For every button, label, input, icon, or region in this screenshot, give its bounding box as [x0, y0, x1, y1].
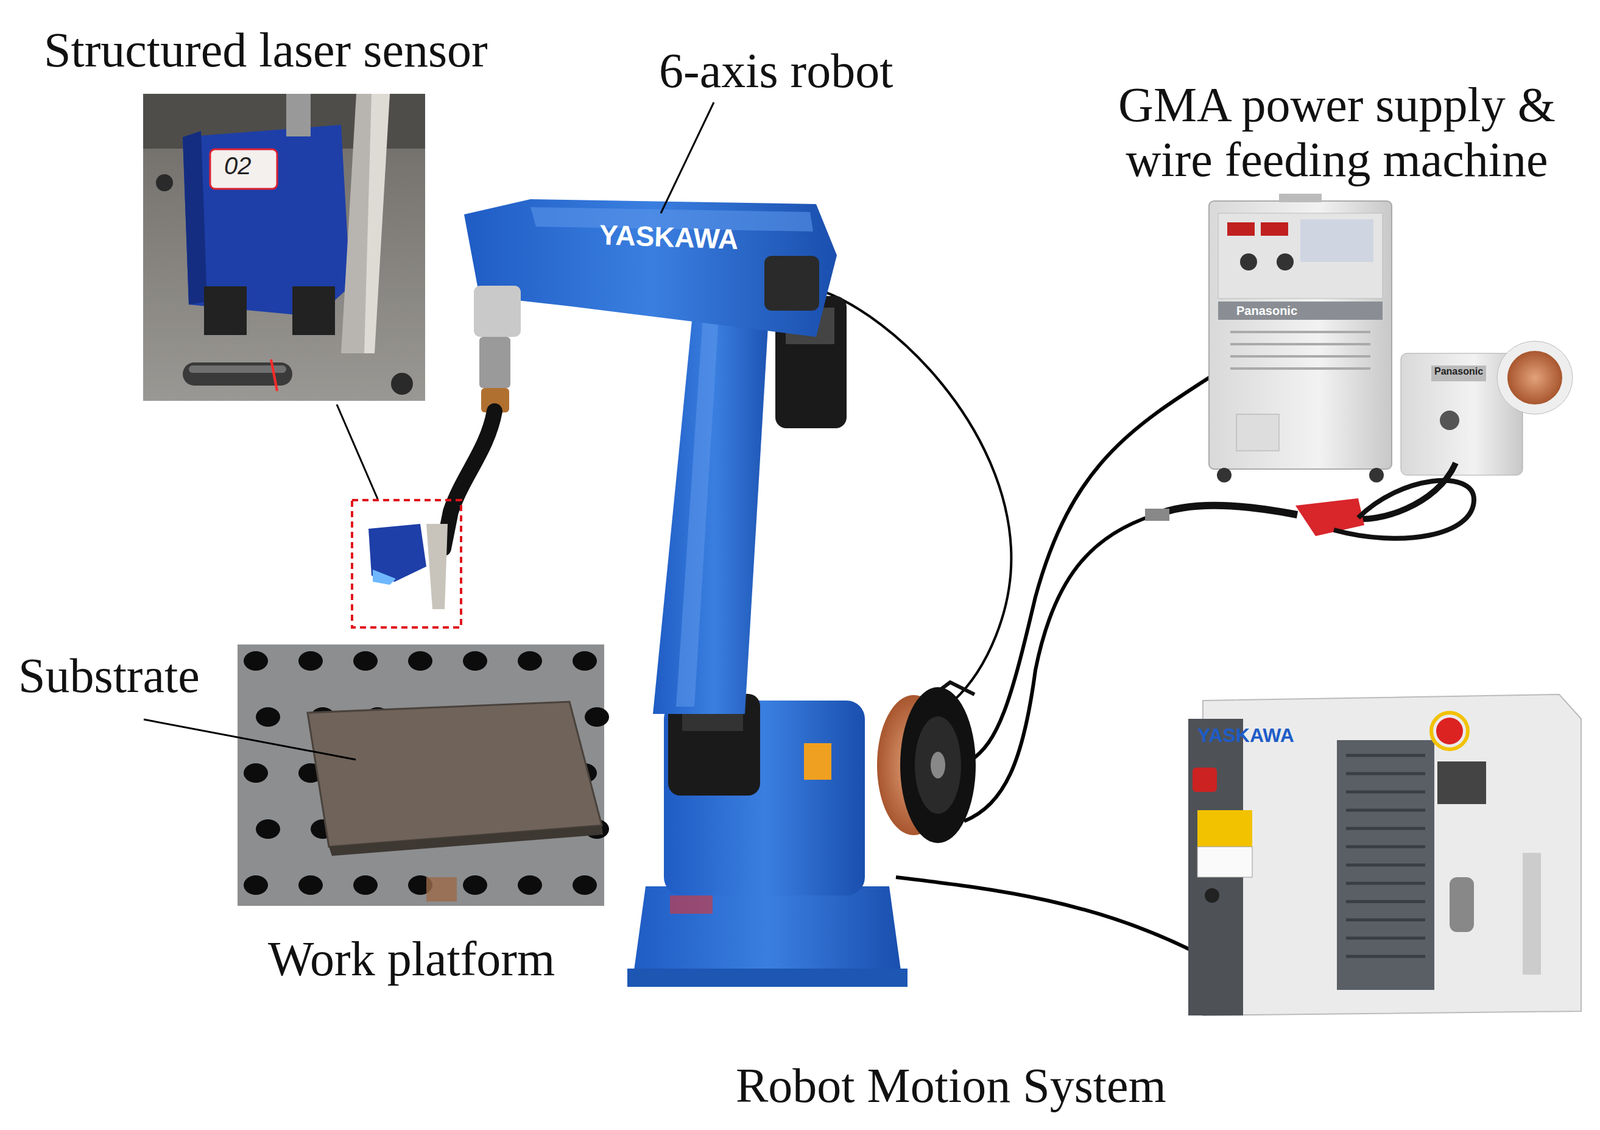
platform-hole [584, 707, 610, 727]
leader-line [660, 102, 714, 214]
brand-mark: YASKAWA [598, 219, 739, 256]
leader-line [336, 404, 378, 499]
platform-hole [298, 875, 323, 895]
platform-hole [255, 707, 281, 727]
sensor-photo [143, 93, 426, 401]
platform-hole [462, 875, 488, 895]
platform-hole [353, 875, 378, 895]
brand-mark: Panasonic [1434, 366, 1484, 378]
power-supply [1145, 193, 1573, 539]
part-label: Work platform [267, 931, 555, 987]
platform-hole [572, 651, 597, 671]
part-label: Structured laser sensor [43, 23, 488, 78]
highlight-box [352, 500, 462, 628]
leader-line [143, 719, 356, 760]
sensor-tag: 02 [224, 152, 252, 180]
brand-mark: YASKAWA [1197, 724, 1295, 747]
platform-hole [353, 651, 378, 671]
robot-controller [1188, 694, 1582, 1016]
platform-hole [408, 651, 433, 671]
platform-hole [517, 875, 543, 895]
cables [821, 290, 1223, 954]
platform-hole [243, 875, 268, 895]
caption-label: Robot Motion System [735, 1058, 1167, 1114]
part-label: GMA power supply & wire feeding machine [1096, 77, 1578, 187]
platform-hole [255, 819, 281, 839]
platform-hole [298, 651, 323, 671]
brand-mark: Panasonic [1236, 303, 1298, 318]
platform-hole [462, 651, 488, 671]
platform-hole [243, 651, 268, 671]
platform-hole [572, 875, 597, 895]
sensor-thumbnail [368, 523, 448, 610]
platform-hole [517, 651, 543, 671]
part-label: 6-axis robot [659, 43, 893, 99]
part-label: Substrate [18, 648, 200, 704]
wire-spool [877, 682, 976, 843]
platform-hole [243, 763, 268, 783]
substrate-photo [237, 644, 610, 906]
